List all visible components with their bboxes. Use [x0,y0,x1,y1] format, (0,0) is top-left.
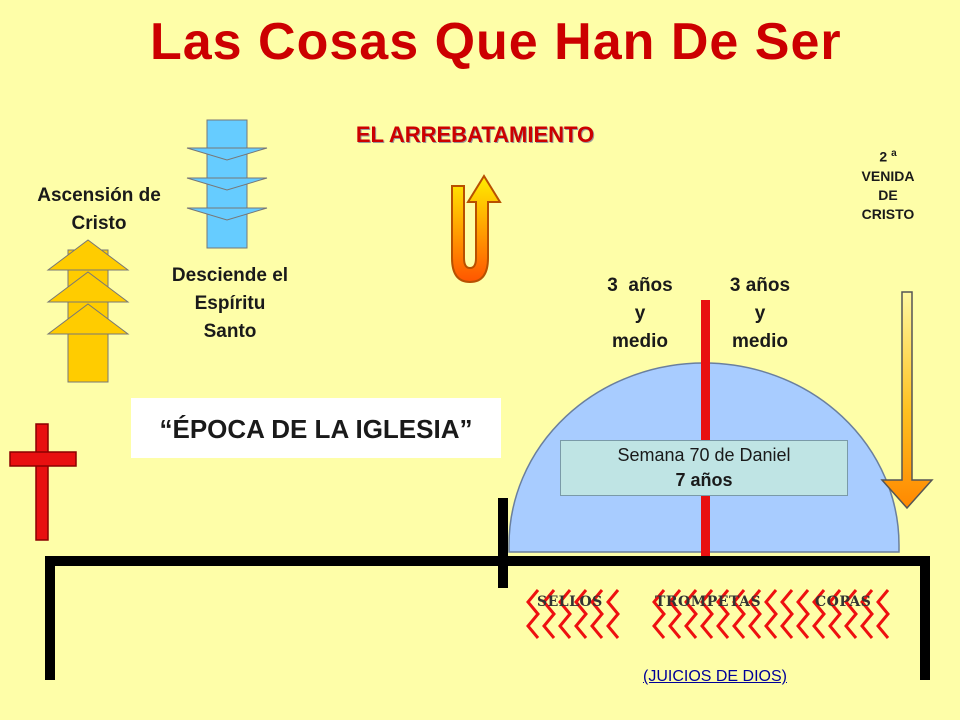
holy-spirit-arrow-icon [186,119,268,249]
mid-tribulation-line [701,300,710,558]
ascension-line: Cristo [71,213,127,234]
first-half-line: 3 años [607,275,673,296]
rapture-label: EL ARREBATAMIENTO [355,122,595,147]
first-half-line: medio [612,331,668,352]
second-coming-label: 2 a VENIDA DE CRISTO [838,144,938,224]
timeline [45,498,930,680]
second-coming-line: DE [878,186,898,203]
holy-spirit-line: Santo [203,321,257,342]
bowls-label: COPAS [815,594,872,610]
second-coming-line: CRISTO [861,205,915,222]
holy-spirit-label: Desciende el Espíritu Santo [140,262,320,346]
trumpets-label: TROMPETAS [655,594,762,610]
daniel-week-box: Semana 70 de Daniel 7 años [560,440,848,496]
cross-icon [9,423,77,541]
seals-label: SELLOS [537,594,603,610]
rapture-arrow-icon [451,174,502,284]
church-age-label: “ÉPOCA DE LA IGLESIA” [159,414,473,444]
ascension-label: Ascensión de Cristo [14,182,184,238]
second-half-line: y [754,303,766,324]
ascension-line: Ascensión de [37,185,161,206]
second-half-label: 3 años y medio [705,272,815,356]
second-coming-sup: a [891,148,897,159]
first-half-line: y [634,303,646,324]
judgments-caption: (JUICIOS DE DIOS) [642,668,787,685]
ascension-arrow-icon [46,239,130,383]
holy-spirit-line: Desciende el [171,265,289,286]
second-half-line: 3 años [729,275,791,296]
holy-spirit-line: Espíritu [194,293,266,314]
daniel-week-title: Semana 70 de Daniel [617,445,791,465]
second-coming-number: 2 [879,148,888,165]
page-title: Las Cosas Que Han De Ser [150,13,842,71]
second-coming-line: VENIDA [861,167,915,184]
second-half-line: medio [732,331,788,352]
judgment-zigzags [526,589,890,639]
first-half-label: 3 años y medio [585,272,695,356]
second-coming-arrow-icon [880,291,934,510]
daniel-week-years: 7 años [675,470,733,490]
church-age-box [131,398,501,458]
